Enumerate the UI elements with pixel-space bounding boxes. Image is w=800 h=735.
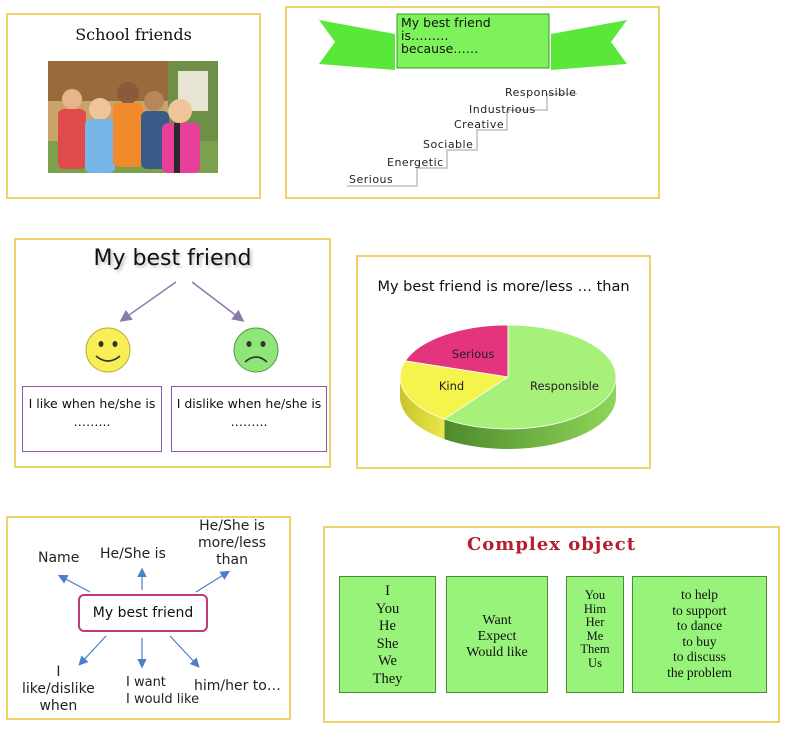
pie-slice-serious [404,324,509,378]
pie-label-kind: Kind [439,379,464,393]
mind-map-arrows [57,567,231,669]
word-want: I want I would like [126,674,199,708]
object-me: Me [586,628,604,643]
like-box-line1: I like when he/she is [28,396,156,411]
banner-text: My best friend is……… because…… [401,16,491,55]
object-us: Us [588,655,602,670]
word-name: Name [38,550,80,566]
pie-side-responsible [444,377,616,449]
object-them: Them [580,642,610,656]
dislike-box-line2: ……... [230,414,268,429]
pronoun-subject-box: I You He She We They [339,576,436,693]
banner-ribbon [319,13,627,187]
step-sociable: Sociable [423,138,474,151]
word-want-l1: I want [126,675,166,690]
pie-slice-kind [399,360,510,420]
infinitive-box: to help to support to dance to buy to di… [632,576,767,693]
step-energetic: Energetic [387,156,444,169]
like-box: I like when he/she is ……... [22,386,162,452]
smiley-face-icon [85,327,131,373]
slide-pie-chart: My best friend is more/less … than Serio… [356,255,651,469]
pie-side-kind [400,377,445,440]
word-more-less-l1: He/She is [199,518,265,534]
slide-school-friends: School friends [6,13,261,199]
slide1-title: School friends [75,25,192,44]
slide-best-friend-stairs: My best friend is……… because…… Serious E… [285,6,660,199]
inf-dance: to dance [676,618,723,633]
slide-best-friend-like-dislike: My best friend I like when he/she is …….… [14,238,331,468]
inf-help: to help [680,587,719,602]
object-you: You [584,588,606,602]
word-like-dislike-l2: like/dislike [22,681,95,697]
verb-expect: Expect [477,629,517,644]
word-more-less: He/She is more/less than [198,518,266,569]
faces-and-arrows [85,281,279,373]
subject-they: They [372,670,403,687]
slide-complex-object: Complex object I You He She We They Want… [323,526,780,723]
slide3-title: My best friend [93,246,252,271]
inf-buy: to buy [682,633,717,649]
inf-problem: the problem [667,664,732,680]
school-friends-photo [48,61,218,173]
pie-title: My best friend is more/less … than [377,279,630,295]
complex-object-title: Complex object [466,534,637,555]
word-like-dislike-l1: I [56,664,61,680]
banner-line-1: My best friend [401,15,491,30]
subject-he: He [379,618,396,634]
subject-i: I [385,583,390,599]
pronoun-object-box: You Him Her Me Them Us [566,576,624,693]
subject-you: You [375,600,400,617]
subject-we: We [378,653,397,669]
object-him: Him [583,601,607,616]
word-like-dislike-l3: when [39,698,78,714]
like-box-line2: ……... [73,414,111,429]
word-heshe: He/She is [100,546,166,562]
word-want-l2: I would like [126,692,200,707]
dislike-box: I dislike when he/she is ……... [171,386,327,452]
slide-mind-map: My best friend Name He/She is He/She is … [6,516,291,720]
mind-map-center: My best friend [78,594,208,632]
pie-label-responsible: Responsible [530,379,599,393]
step-responsible: Responsible [505,86,577,99]
banner-line-2: is……… [401,28,449,43]
verb-would-like: Would like [466,645,528,660]
step-industrious: Industrious [469,103,536,116]
verb-want: Want [482,613,512,628]
verb-box: Want Expect Would like [446,576,548,693]
inf-support: to support [672,602,727,618]
step-creative: Creative [454,118,505,131]
word-more-less-l3: than [216,552,248,568]
word-him-her: him/her to… [194,678,281,694]
dislike-box-line1: I dislike when he/she is [176,396,322,411]
pie-label-serious: Serious [452,347,495,361]
sad-face-icon [233,327,279,373]
subject-she: She [376,635,399,652]
photo-illustration [48,61,218,173]
step-serious: Serious [349,173,394,186]
object-her: Her [585,615,605,629]
banner-line-3: because…… [401,41,479,56]
word-like-dislike: I like/dislike when [22,664,95,715]
inf-discuss: to discuss [673,649,726,664]
pie-slice-responsible [443,324,617,430]
word-more-less-l2: more/less [198,535,267,551]
